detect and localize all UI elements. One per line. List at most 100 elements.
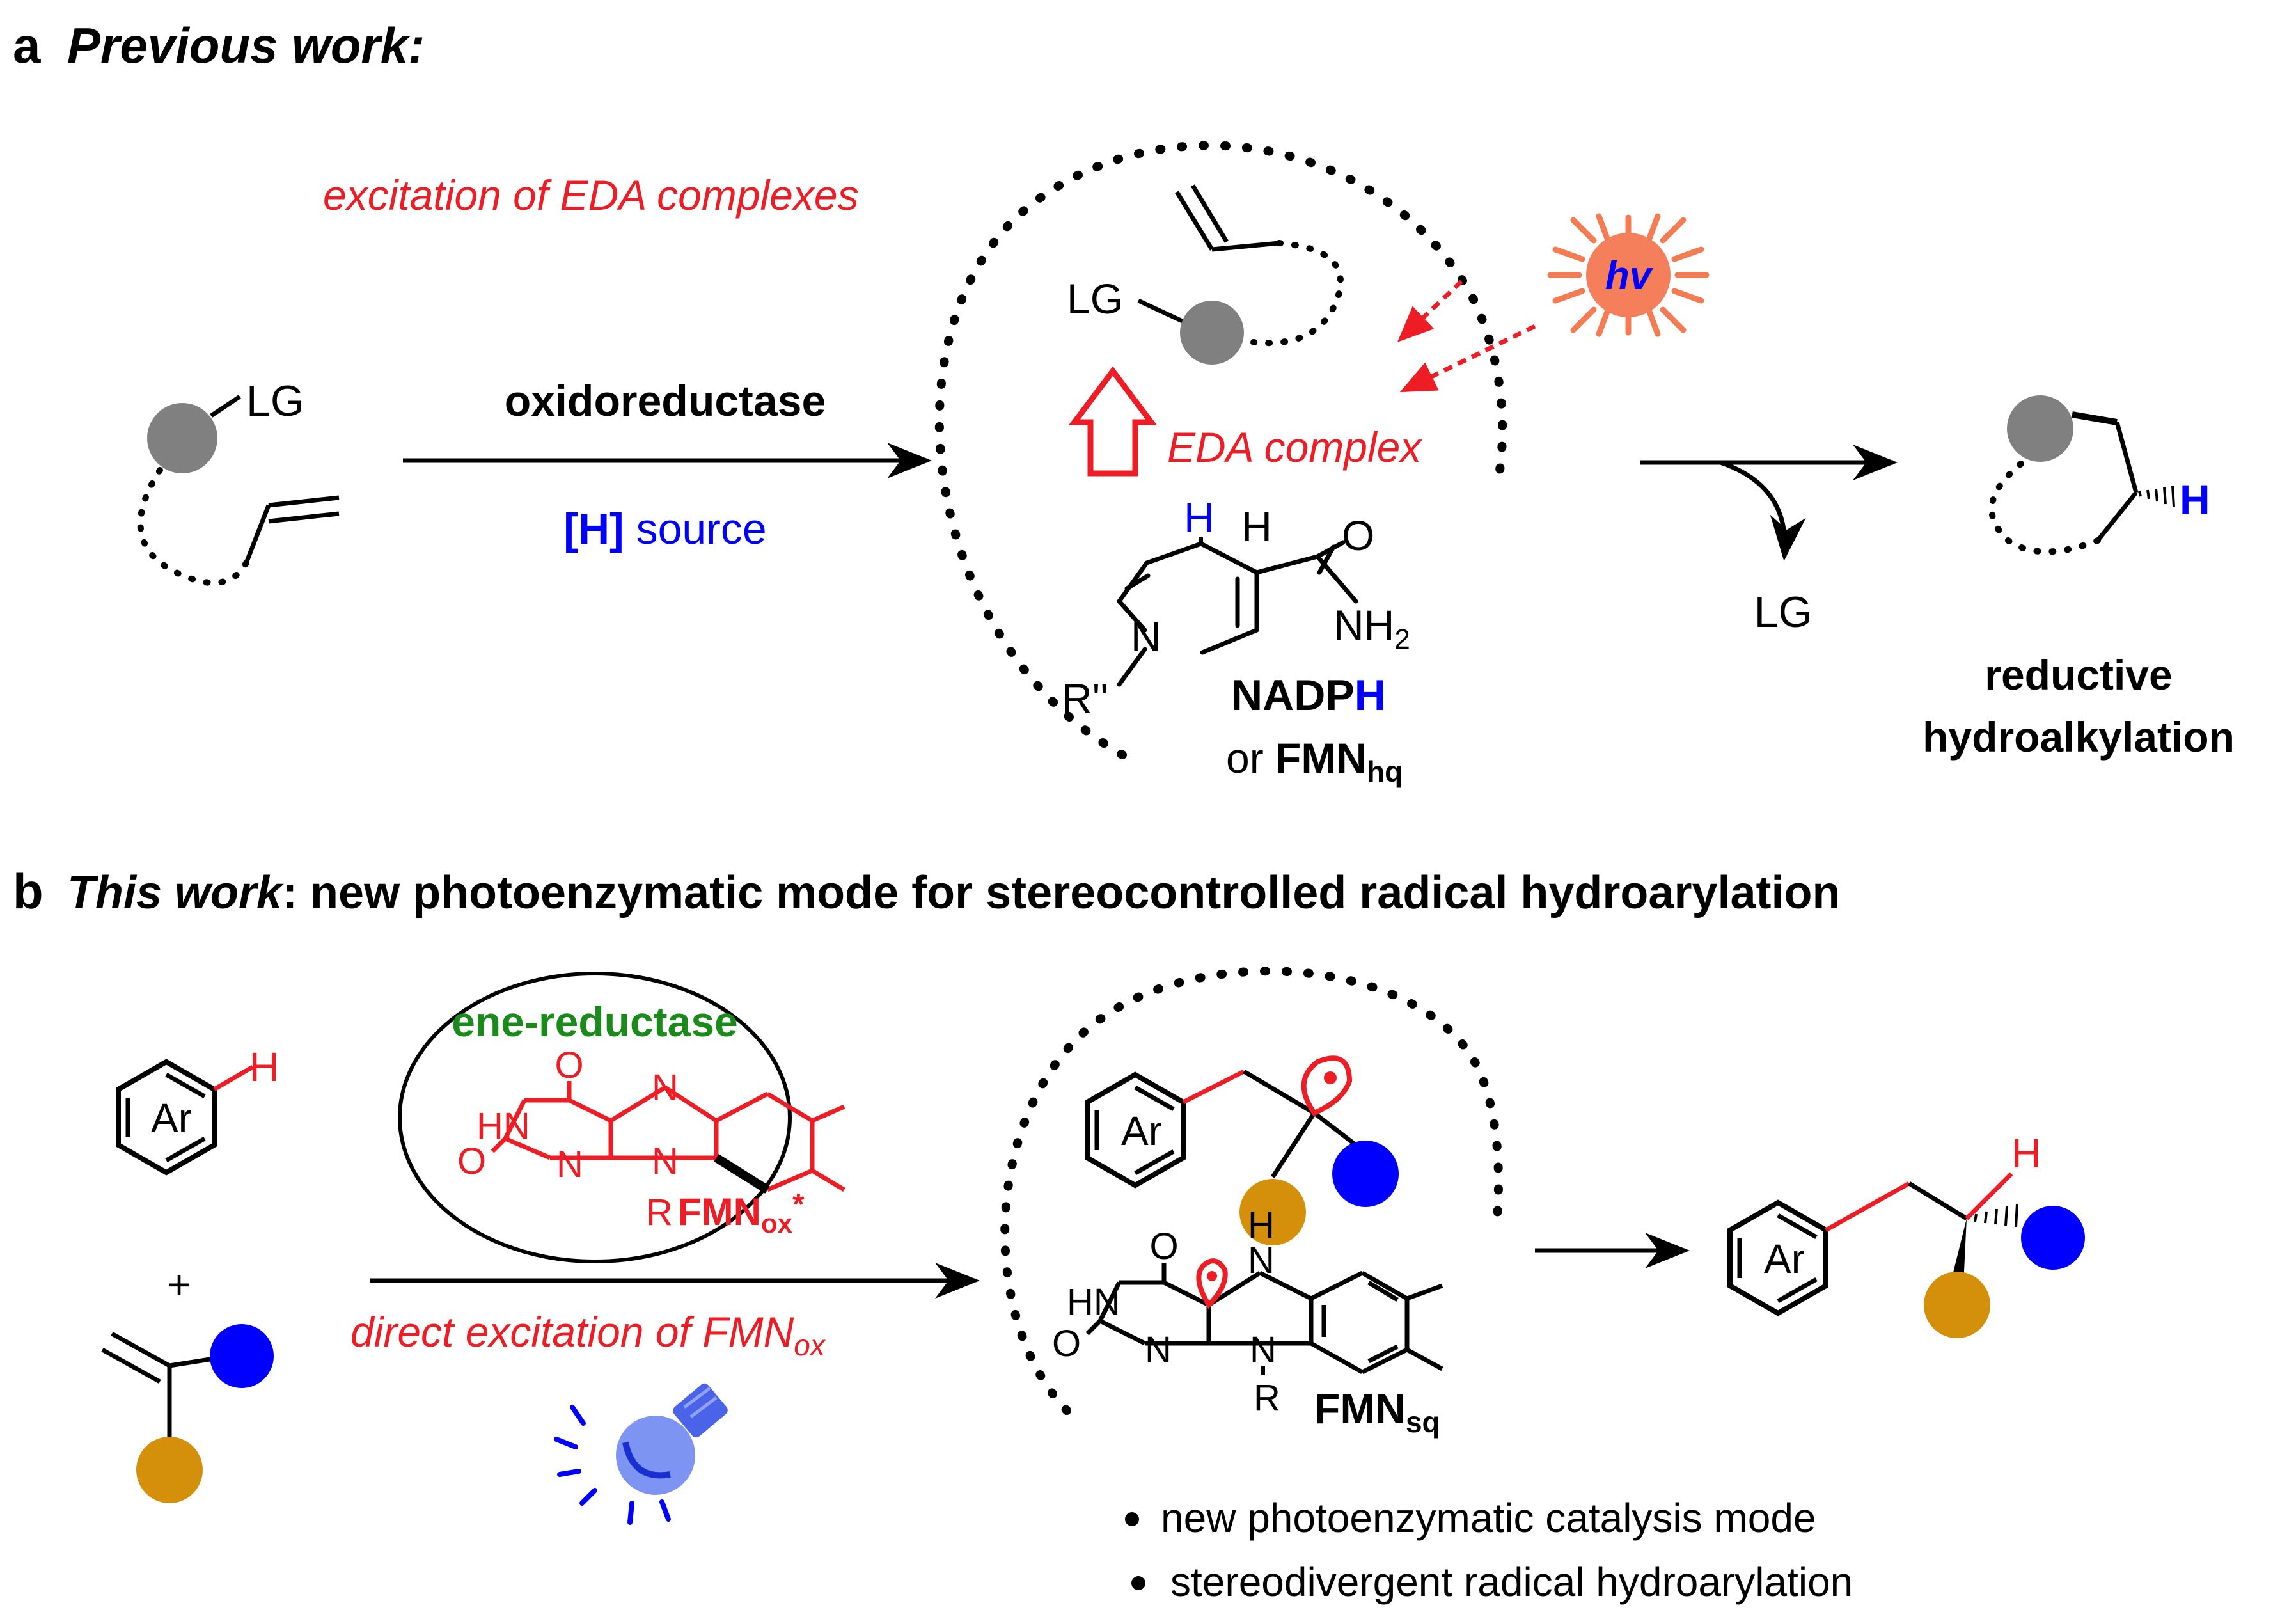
substrate-a: LG (137, 377, 340, 587)
nadph-name: NADPH (1231, 671, 1386, 720)
bullet-1: new photoenzymatic catalysis mode (1161, 1495, 1816, 1541)
nadph-n: N (1131, 613, 1161, 660)
h-source-word: source (624, 505, 767, 553)
fmn-or: or (1226, 734, 1275, 782)
fmnsq-n-bottom: N (1250, 1329, 1277, 1371)
complex-substrate: LG (1067, 184, 1344, 365)
panel-a-letter: a (13, 17, 41, 74)
product-b-h: H (2011, 1130, 2041, 1176)
direct-excitation-label: direct excitation of FMNox (350, 1308, 826, 1362)
lg-release-arrow (1719, 460, 1806, 561)
alkene-substrate (101, 1324, 274, 1503)
fmnox-structure: O HN O N N N R FMNox* (457, 1045, 845, 1238)
product-label-2: hydroalkylation (1923, 713, 2235, 761)
nadph-h-top: H (1184, 494, 1215, 541)
h-source-label: [H] source (563, 505, 766, 553)
fmnsq-name-sub: sq (1406, 1405, 1440, 1439)
panel-a-title: Previous work: (67, 17, 425, 74)
sun-icon (1586, 233, 1671, 317)
nadph-r: R'' (1062, 675, 1108, 722)
tether-dots (137, 467, 249, 587)
fmn-hq-label: or FMNhq (1226, 734, 1403, 788)
eda-complex-label: EDA complex (1167, 423, 1422, 471)
product-label-1: reductive (1985, 651, 2172, 699)
fmn-hq-sub: hq (1367, 755, 1403, 788)
sq-radical-orbital (1196, 1258, 1228, 1309)
nadph-nh2: NH2 (1333, 601, 1410, 655)
panel-b-letter: b (13, 863, 43, 919)
fmnox-hn: HN (476, 1105, 530, 1147)
wedge-bond (1951, 1219, 1967, 1284)
gold-ball (1924, 1272, 1990, 1338)
radical-intermediate: Ar (1085, 1055, 1399, 1245)
complex-lg: LG (1067, 275, 1123, 322)
radical-orbital (1301, 1055, 1353, 1116)
blue-ball (1332, 1141, 1399, 1207)
fmnsq-name: FMNsq (1314, 1385, 1440, 1439)
light-hv: hv (1397, 213, 1710, 393)
grey-ball (1180, 301, 1244, 365)
intermediate-ar: Ar (1121, 1108, 1162, 1154)
plus-sign: + (167, 1261, 191, 1307)
bullet-2: stereodivergent radical hydroarylation (1170, 1559, 1853, 1605)
direct-excitation-main: direct excitation of FMN (350, 1308, 794, 1355)
arene-ar: Ar (151, 1095, 192, 1141)
panel-b-title: This work: new photoenzymatic mode for s… (67, 867, 1841, 919)
product-a-h: H (2180, 476, 2210, 523)
radical-dot (1324, 1071, 1337, 1084)
hv-label: hv (1605, 254, 1654, 298)
nadph-nh2-main: NH (1333, 601, 1394, 649)
fmnox-o-bottom: O (457, 1141, 486, 1182)
fmnsq-n-top: N (1248, 1240, 1275, 1281)
fmnsq-n-mid: N (1145, 1329, 1172, 1371)
grey-ball (147, 403, 217, 473)
nadph-name-main: NADP (1231, 671, 1355, 720)
sun-rays (1547, 213, 1710, 337)
fmnox-name-star: * (792, 1188, 805, 1222)
direct-excitation-sub: ox (794, 1329, 826, 1362)
panel-b: b This work: new photoenzymatic mode for… (13, 863, 2085, 1605)
panel-b-title-italic: This work (67, 867, 285, 919)
ene-reductase-label: ene-reductase (452, 998, 738, 1045)
product-b: Ar H (1727, 1130, 2085, 1338)
h-source-bracket: [H] (563, 505, 624, 553)
fmnsq-name-main: FMN (1314, 1385, 1406, 1432)
fmnox-n3: N (652, 1141, 679, 1182)
fmnox-name: FMNox* (678, 1188, 805, 1238)
panel-a: a Previous work: LG oxidoreductase [H] s… (13, 17, 2235, 788)
fmnox-name-sub: ox (761, 1208, 793, 1238)
light-bulb-icon (554, 1383, 728, 1525)
fmnsq-hn: HN (1067, 1281, 1120, 1323)
fmnox-o-top: O (554, 1045, 583, 1086)
fmnsq-o-top: O (1149, 1226, 1178, 1267)
fmnsq-o-bottom: O (1052, 1323, 1081, 1364)
gold-ball (136, 1437, 203, 1503)
enzyme-pocket-arc-a (934, 141, 1507, 759)
ene-reductase-ellipse (398, 972, 792, 1263)
nadph-o: O (1342, 512, 1374, 559)
reagent-oxidoreductase: oxidoreductase (505, 377, 826, 425)
light-arrow-2 (1399, 324, 1536, 393)
arene-h: H (249, 1044, 279, 1090)
substrate-lg: LG (246, 377, 304, 425)
bullet-dot-1 (1125, 1512, 1139, 1526)
product-a: H (1988, 395, 2210, 555)
light-arrow-1 (1397, 280, 1463, 342)
blue-ball (210, 1324, 274, 1388)
released-lg: LG (1754, 588, 1812, 636)
fmnsq-structure: O H N HN O N N R FMNsq (1052, 1204, 1443, 1439)
bullet-dot-2 (1131, 1576, 1145, 1590)
sq-radical-dot (1207, 1271, 1217, 1281)
eda-excitation-label: excitation of EDA complexes (323, 171, 859, 219)
fmnox-name-main: FMN (678, 1190, 761, 1233)
fmnox-n1: N (556, 1144, 583, 1185)
nadph-structure: H H O N NH2 R'' NADPH or FMNhq (1062, 494, 1410, 788)
enzyme-pocket-arc-b (1000, 967, 1504, 1415)
fmn-hq-name: FMN (1275, 734, 1367, 782)
nadph-h-side: H (1241, 503, 1272, 550)
fmnox-r: R (646, 1192, 673, 1233)
grey-ball (2007, 395, 2073, 462)
nadph-name-h: H (1355, 671, 1386, 720)
gold-ball (1239, 1179, 1306, 1245)
